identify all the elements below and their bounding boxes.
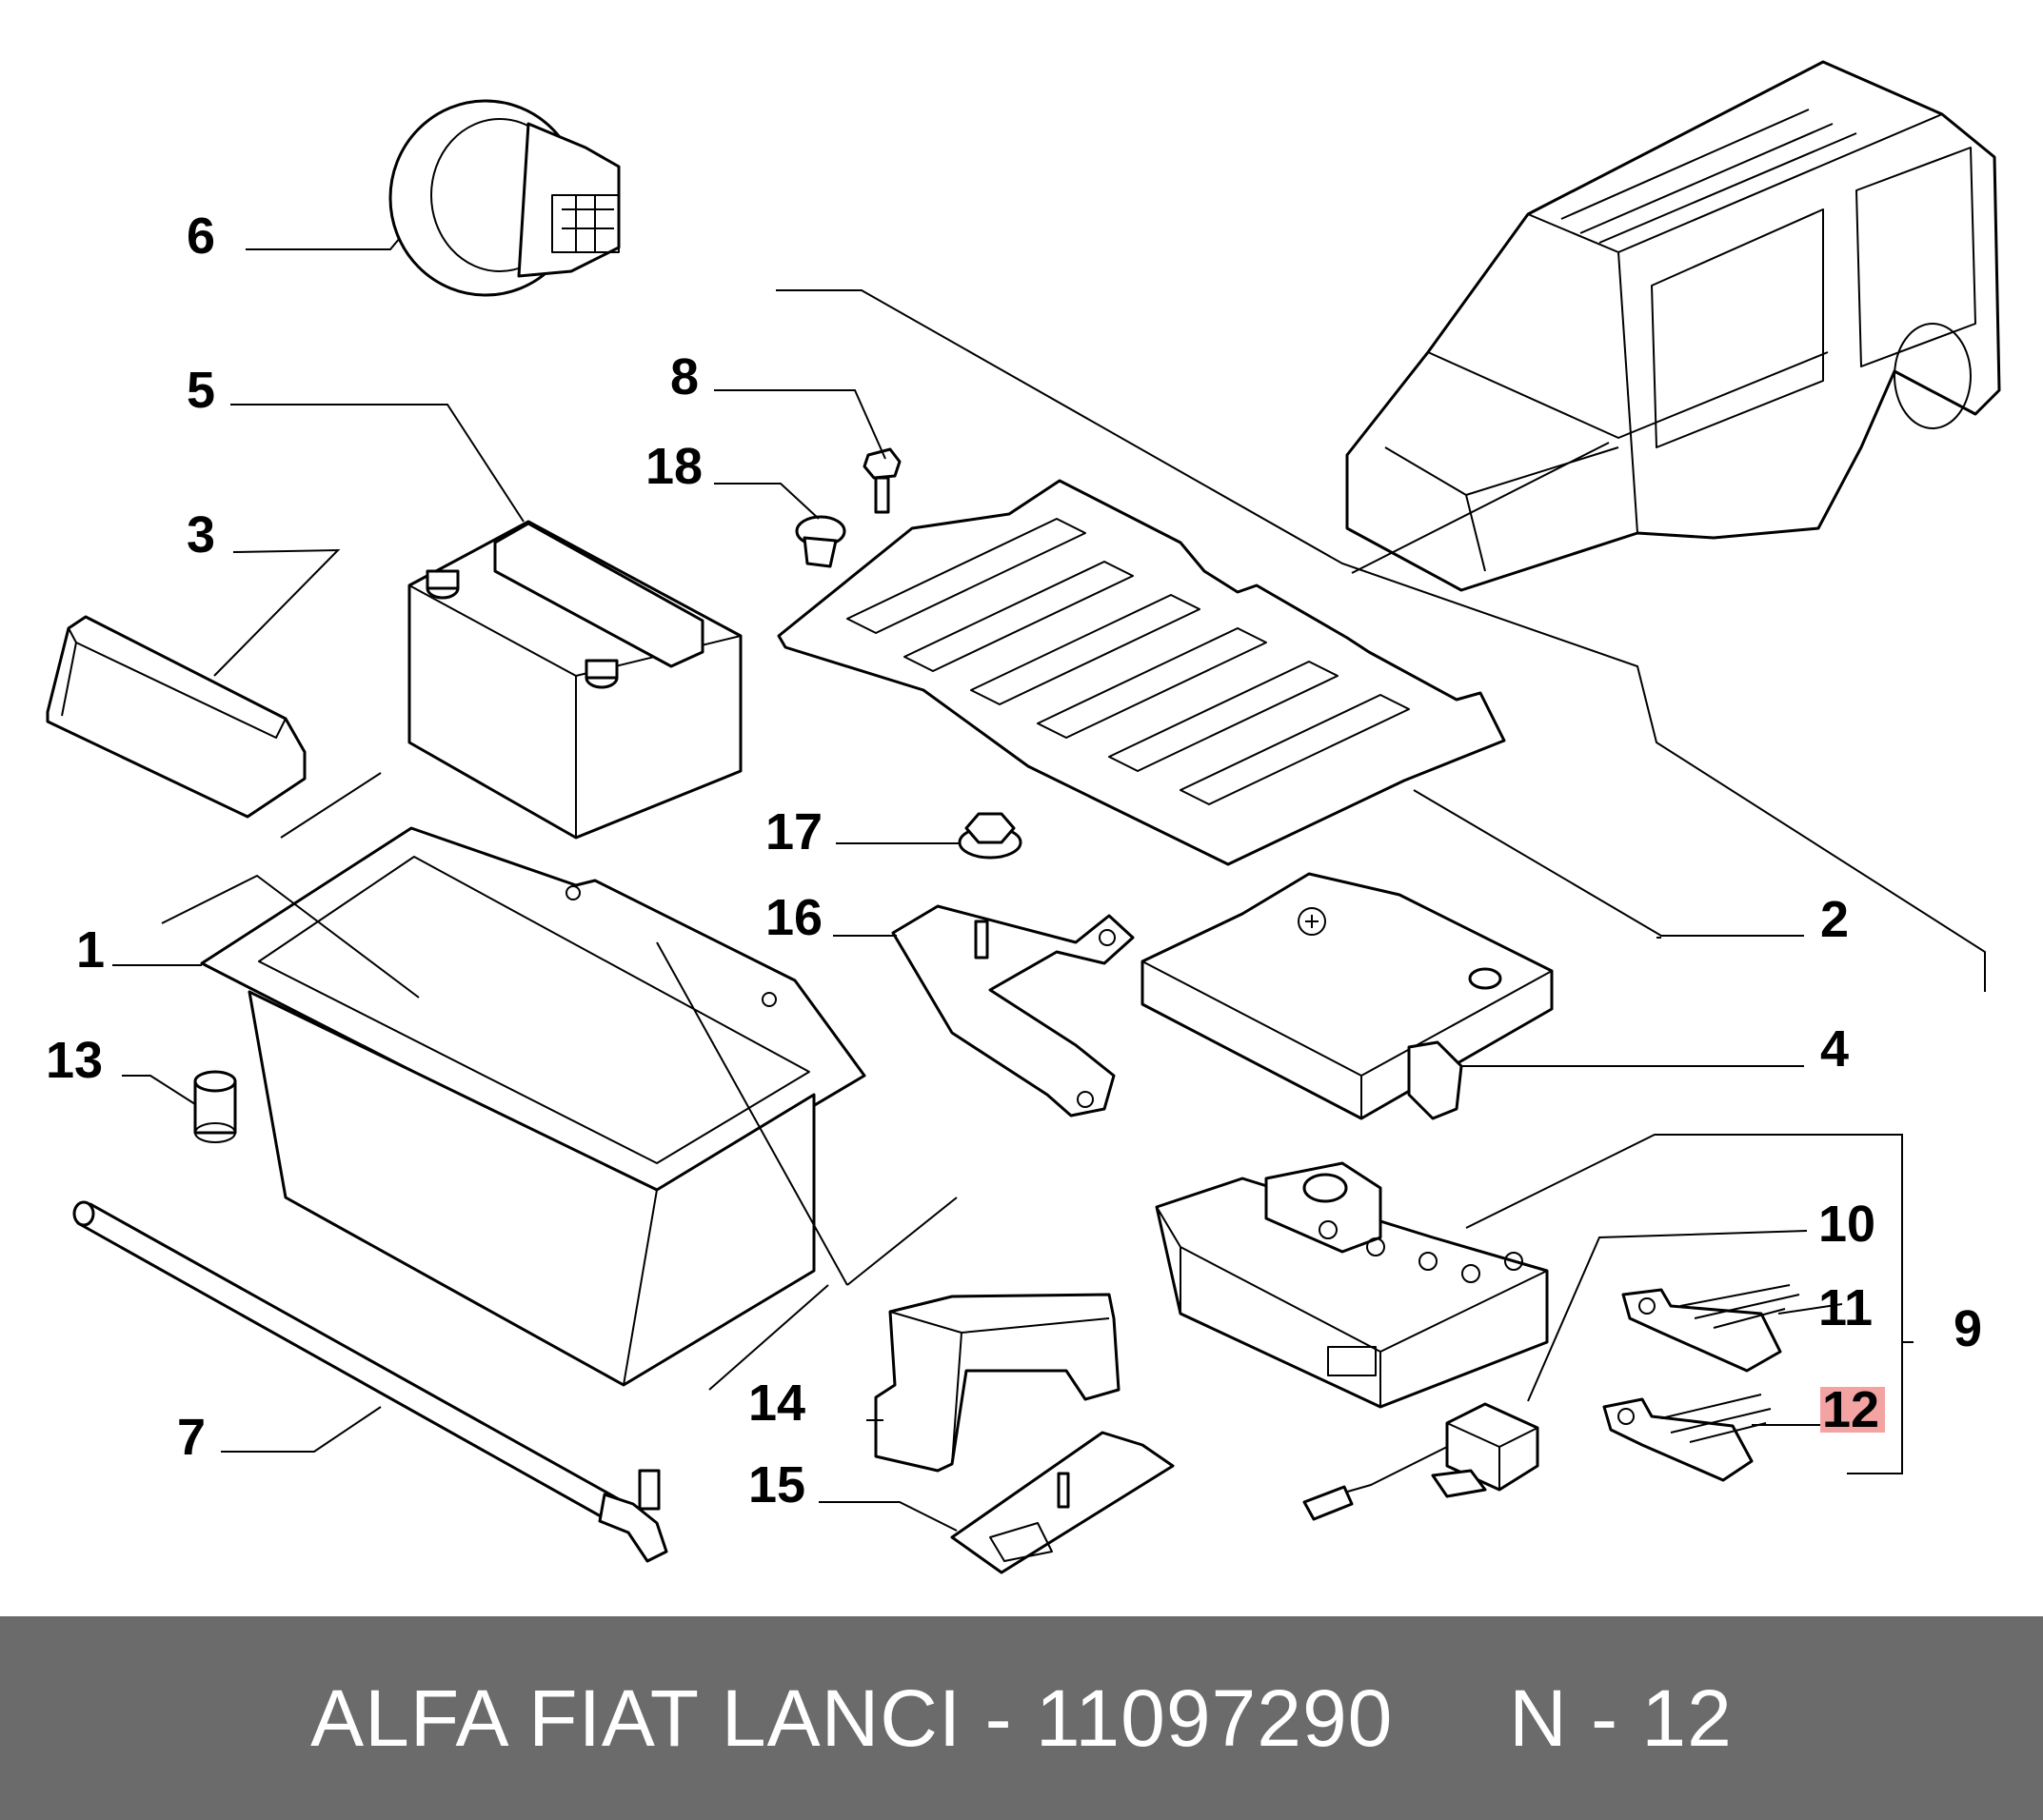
callout-10[interactable]: 10: [1818, 1196, 1875, 1253]
callout-1[interactable]: 1: [76, 921, 105, 979]
part-3-cover[interactable]: [46, 615, 307, 819]
callout-6[interactable]: 6: [187, 208, 215, 265]
callout-3[interactable]: 3: [187, 506, 215, 564]
callout-12[interactable]: 12: [1822, 1381, 1879, 1438]
part-15-plate[interactable]: [950, 1431, 1175, 1574]
callout-9[interactable]: 9: [1954, 1300, 1982, 1357]
exploded-parts-diagram: 6 5 3 1 13 7 8 18 17 16 2 4 10 11 12 9 1…: [46, 60, 2001, 1574]
footer-bar: ALFA FIAT LANCI - 11097290 N - 12: [0, 1616, 2043, 1820]
part-7-rod[interactable]: [72, 1200, 668, 1563]
part-12-terminal[interactable]: [1602, 1394, 1772, 1482]
part-13-bush[interactable]: [193, 1070, 237, 1143]
callout-5[interactable]: 5: [187, 362, 215, 419]
part-14-support[interactable]: [874, 1293, 1121, 1473]
leader-lines: [112, 237, 1986, 1532]
callout-labels: 6 5 3 1 13 7 8 18 17 16 2 4 10 11 12 9 1…: [46, 208, 1982, 1513]
part-16-bracket[interactable]: [891, 904, 1135, 1118]
part-2-floor-panel[interactable]: [777, 479, 1506, 866]
part-18-clip[interactable]: [795, 515, 846, 568]
part-11-terminal[interactable]: [1621, 1284, 1800, 1373]
part-6-socket[interactable]: [388, 99, 621, 297]
callout-11[interactable]: 11: [1818, 1279, 1873, 1336]
vehicle-van: [1345, 60, 2001, 592]
highlight-box-12: [1820, 1387, 1885, 1433]
callout-14[interactable]: 14: [748, 1375, 805, 1432]
part-1-tray[interactable]: [200, 826, 866, 1387]
callout-13[interactable]: 13: [46, 1032, 103, 1089]
footer-reference: N - 12: [1509, 1672, 1733, 1763]
callout-2[interactable]: 2: [1820, 891, 1849, 948]
part-4-control-unit[interactable]: [1141, 872, 1554, 1120]
callout-18[interactable]: 18: [645, 438, 703, 495]
callout-4[interactable]: 4: [1820, 1020, 1849, 1078]
part-8-screw[interactable]: [863, 447, 902, 514]
callout-8[interactable]: 8: [670, 348, 699, 406]
callout-16[interactable]: 16: [765, 889, 823, 946]
footer-brand-part: ALFA FIAT LANCI - 11097290: [310, 1672, 1394, 1763]
footer-text: ALFA FIAT LANCI - 11097290 N - 12: [310, 1672, 1733, 1765]
callout-15[interactable]: 15: [748, 1456, 805, 1513]
part-17-nut[interactable]: [958, 812, 1022, 860]
callout-17[interactable]: 17: [765, 803, 823, 861]
part-9-junction-box[interactable]: [1155, 1161, 1549, 1409]
callout-7[interactable]: 7: [177, 1409, 206, 1466]
part-5-battery[interactable]: [407, 520, 743, 840]
part-10-sensor[interactable]: [1302, 1402, 1539, 1521]
